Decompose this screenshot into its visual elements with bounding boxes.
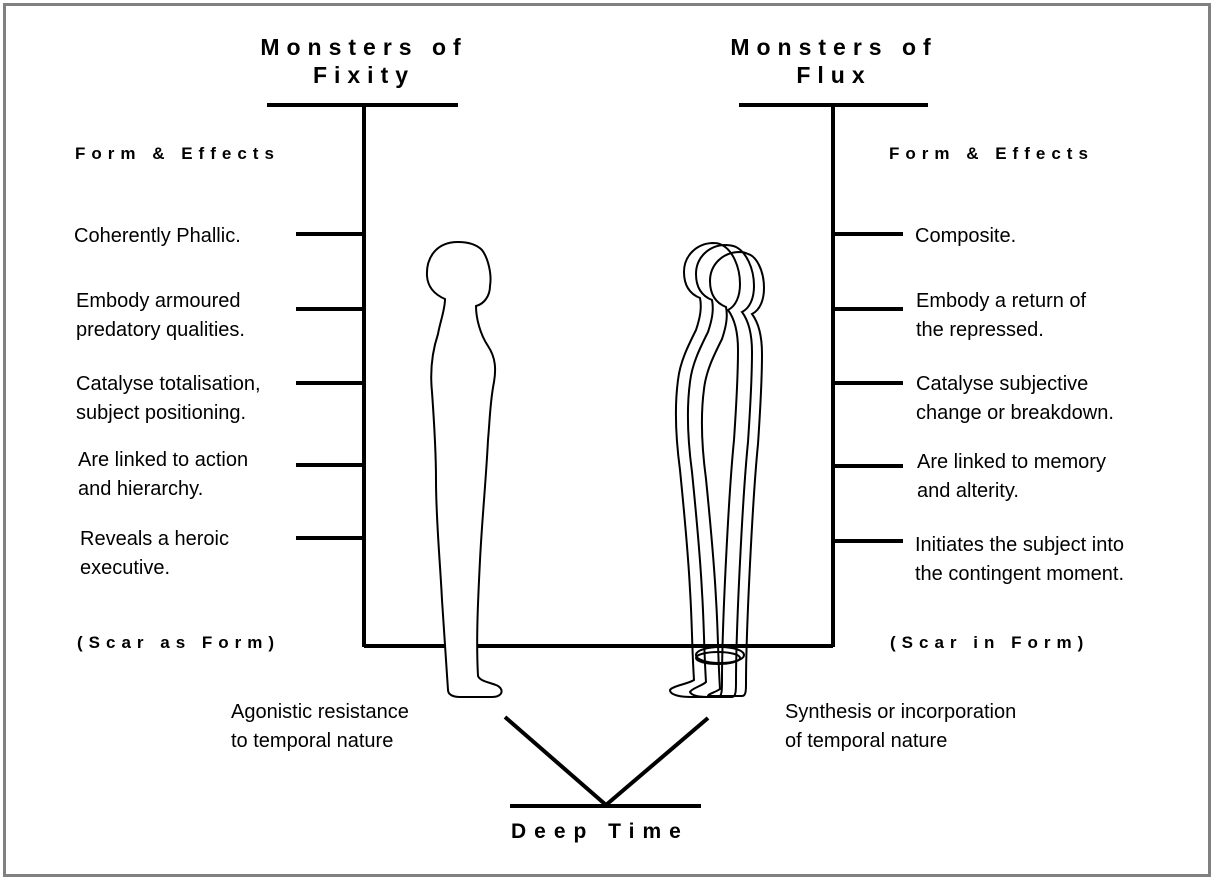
fixity-item-5: Reveals a heroic executive. bbox=[80, 525, 229, 583]
flux-item-1: Composite. bbox=[915, 222, 1016, 251]
fixity-item-4: Are linked to action and hierarchy. bbox=[78, 446, 248, 504]
flux-item-4: Are linked to memory and alterity. bbox=[917, 448, 1106, 506]
fixity-title: Monsters of Fixity bbox=[248, 33, 480, 89]
fixity-item-2: Embody armoured predatory qualities. bbox=[76, 287, 245, 345]
fixity-footer: (Scar as Form) bbox=[77, 633, 280, 653]
flux-subtitle: Form & Effects bbox=[889, 144, 1094, 164]
v-left-arm bbox=[505, 717, 606, 805]
fixity-item-1: Coherently Phallic. bbox=[74, 222, 241, 251]
fixity-item-3: Catalyse totalisation, subject positioni… bbox=[76, 370, 261, 428]
flux-item-5: Initiates the subject into the contingen… bbox=[915, 531, 1124, 589]
flux-note: Synthesis or incorporation of temporal n… bbox=[785, 698, 1016, 756]
fixity-subtitle: Form & Effects bbox=[75, 144, 280, 164]
v-right-arm bbox=[606, 718, 708, 805]
deep-time-label: Deep Time bbox=[511, 820, 689, 844]
flux-footer: (Scar in Form) bbox=[890, 633, 1089, 653]
flux-item-3: Catalyse subjective change or breakdown. bbox=[916, 370, 1114, 428]
flux-title: Monsters of Flux bbox=[718, 33, 950, 89]
fixity-note: Agonistic resistance to temporal nature bbox=[231, 698, 409, 756]
fixity-figure-icon bbox=[427, 242, 502, 697]
flux-figure-icon bbox=[670, 243, 764, 697]
flux-item-2: Embody a return of the repressed. bbox=[916, 287, 1086, 345]
